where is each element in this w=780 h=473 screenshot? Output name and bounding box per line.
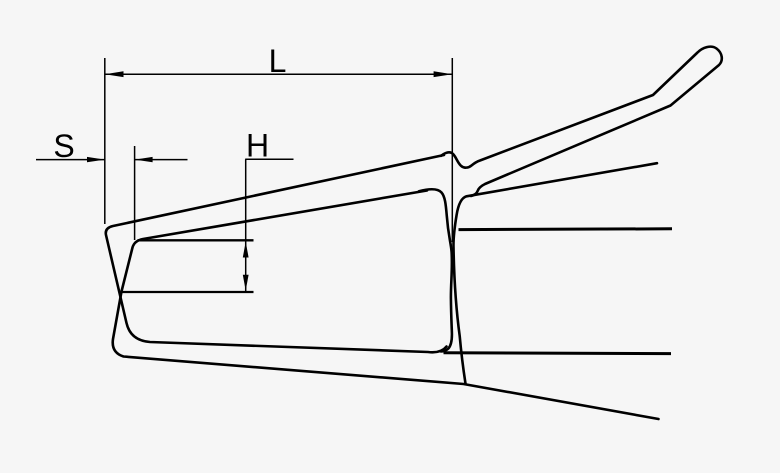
body-bore-top-line — [458, 227, 673, 232]
dimension-S-arrowhead-left — [87, 156, 105, 163]
notch-right-and-body-outer-top — [452, 161, 659, 385]
dimension-L-arrowhead-left — [104, 71, 124, 78]
dimension-H-label: H — [246, 128, 269, 164]
dimension-S-label: S — [53, 128, 74, 164]
notch-left-descender — [417, 187, 454, 353]
dimension-H-arrowhead-down — [242, 274, 249, 291]
dimension-L-label: L — [269, 43, 287, 79]
dimension-S-arrowhead-right — [134, 156, 153, 163]
dimension-H-arrowhead-up — [242, 241, 249, 258]
lever-clip-outline — [439, 45, 724, 198]
body-bore-bottom-line — [443, 351, 672, 356]
tip-inner-slant-and-skirt-profile — [111, 189, 660, 421]
dimension-L-arrowhead-right — [433, 71, 453, 78]
tip-outer-top-and-left-profile — [104, 153, 448, 354]
